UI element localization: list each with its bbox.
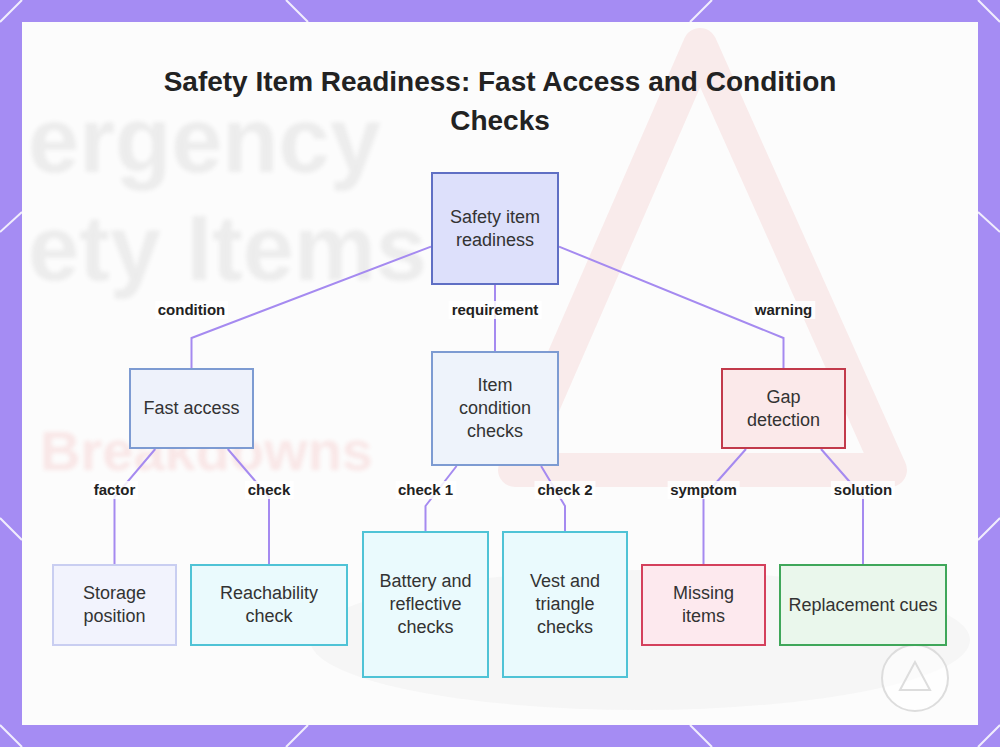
- warning-triangle-image: [515, 45, 890, 470]
- detail-box: Storage position: [52, 564, 177, 646]
- connector-line: [821, 449, 863, 564]
- node-label: Battery and reflective checks: [370, 570, 481, 639]
- connector-line: [228, 449, 269, 564]
- node-label: Safety item readiness: [439, 206, 551, 252]
- frame-stroke: [978, 0, 1000, 22]
- edge-label: check 2: [534, 481, 595, 499]
- frame-stroke: [0, 0, 22, 22]
- edge-label: check: [245, 481, 294, 499]
- concept-box: Fast access: [129, 368, 254, 449]
- frame-stroke: [0, 518, 22, 540]
- diagram-title: Safety Item Readiness: Fast Access and C…: [150, 62, 850, 140]
- node-label: Fast access: [143, 397, 239, 420]
- edge-label: warning: [752, 301, 816, 319]
- detail-box: Reachability check: [190, 564, 348, 646]
- node-label: Missing items: [649, 582, 758, 628]
- logo-triangle: [900, 662, 930, 690]
- canvas-panel: [22, 22, 978, 725]
- symptom-box: Missing items: [641, 564, 766, 646]
- frame-stroke: [690, 0, 712, 22]
- solution-box: Replacement cues: [779, 564, 947, 646]
- connector-line: [559, 247, 784, 368]
- warning-box: Gap detection: [721, 368, 846, 449]
- frame-stroke: [0, 725, 22, 747]
- watermark-text: ergency: [28, 88, 381, 193]
- edge-label: requirement: [449, 301, 542, 319]
- connector-line: [704, 449, 747, 564]
- node-label: Vest and triangle checks: [510, 570, 620, 639]
- frame-stroke: [978, 518, 1000, 540]
- edge-label: symptom: [667, 481, 740, 499]
- frame-stroke: [978, 212, 1000, 232]
- connector-line: [115, 449, 156, 564]
- node-label: Gap detection: [729, 386, 838, 432]
- logo-badge: [882, 645, 948, 711]
- edge-label: condition: [155, 301, 229, 319]
- edge-label: check 1: [395, 481, 456, 499]
- detail-box: Battery and reflective checks: [362, 531, 489, 678]
- frame-stroke: [690, 725, 712, 747]
- node-label: Item condition checks: [439, 374, 551, 443]
- edge-label: factor: [91, 481, 139, 499]
- node-label: Reachability check: [198, 582, 340, 628]
- frame-stroke: [0, 212, 22, 232]
- frame-stroke: [286, 0, 308, 22]
- node-label: Replacement cues: [788, 594, 937, 617]
- edge-label: solution: [831, 481, 895, 499]
- node-label: Storage position: [60, 582, 169, 628]
- root-concept-box: Safety item readiness: [431, 172, 559, 285]
- watermark-text: ety Items: [28, 196, 427, 301]
- frame-stroke: [978, 725, 1000, 747]
- concept-box: Item condition checks: [431, 351, 559, 466]
- frame-stroke: [286, 725, 308, 747]
- detail-box: Vest and triangle checks: [502, 531, 628, 678]
